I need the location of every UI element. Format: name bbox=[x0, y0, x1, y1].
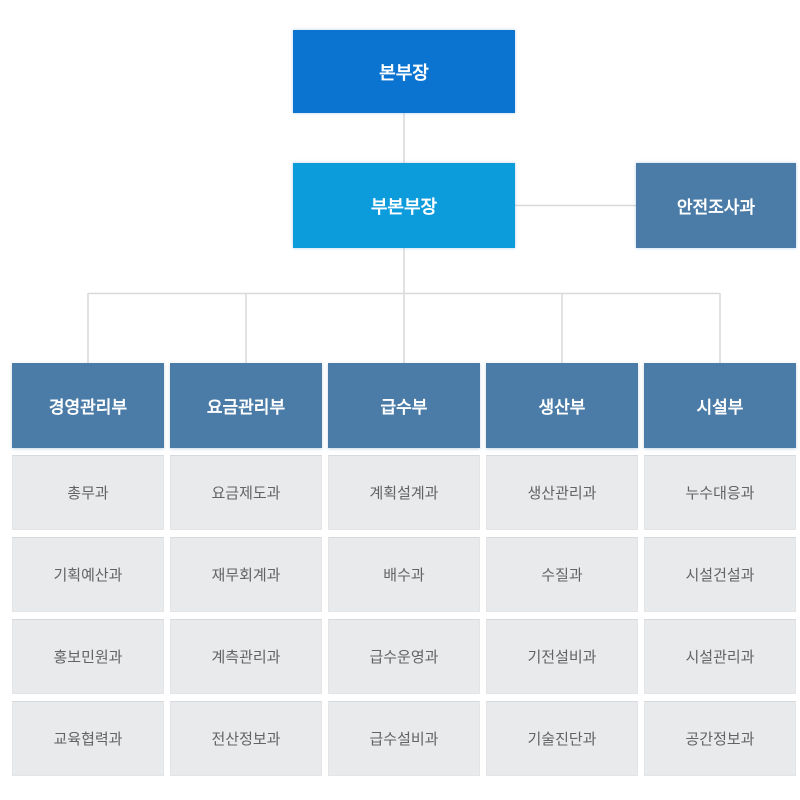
team-cell: 급수운영과 bbox=[328, 619, 480, 694]
team-cell: 시설건설과 bbox=[644, 537, 796, 612]
team-cell: 기획예산과 bbox=[12, 537, 164, 612]
team-cell: 총무과 bbox=[12, 455, 164, 530]
division-header: 요금관리부 bbox=[170, 363, 322, 448]
division-column-3: 급수부 계획설계과 배수과 급수운영과 급수설비과 bbox=[328, 363, 480, 776]
team-cell: 공간정보과 bbox=[644, 701, 796, 776]
division-header: 시설부 bbox=[644, 363, 796, 448]
node-director-general: 본부장 bbox=[293, 30, 515, 113]
team-cell: 전산정보과 bbox=[170, 701, 322, 776]
division-header: 경영관리부 bbox=[12, 363, 164, 448]
team-cell: 수질과 bbox=[486, 537, 638, 612]
team-cell: 기전설비과 bbox=[486, 619, 638, 694]
division-column-4: 생산부 생산관리과 수질과 기전설비과 기술진단과 bbox=[486, 363, 638, 776]
node-deputy-director-general: 부본부장 bbox=[293, 163, 515, 248]
division-column-2: 요금관리부 요금제도과 재무회계과 계측관리과 전산정보과 bbox=[170, 363, 322, 776]
team-cell: 배수과 bbox=[328, 537, 480, 612]
team-cell: 계획설계과 bbox=[328, 455, 480, 530]
team-cell: 생산관리과 bbox=[486, 455, 638, 530]
team-cell: 재무회계과 bbox=[170, 537, 322, 612]
team-cell: 기술진단과 bbox=[486, 701, 638, 776]
team-cell: 홍보민원과 bbox=[12, 619, 164, 694]
node-safety-investigation: 안전조사과 bbox=[636, 163, 796, 248]
divisions-grid: 경영관리부 총무과 기획예산과 홍보민원과 교육협력과 요금관리부 요금제도과 … bbox=[12, 363, 796, 776]
division-column-5: 시설부 누수대응과 시설건설과 시설관리과 공간정보과 bbox=[644, 363, 796, 776]
team-cell: 계측관리과 bbox=[170, 619, 322, 694]
team-cell: 교육협력과 bbox=[12, 701, 164, 776]
division-header: 급수부 bbox=[328, 363, 480, 448]
team-cell: 누수대응과 bbox=[644, 455, 796, 530]
team-cell: 시설관리과 bbox=[644, 619, 796, 694]
division-header: 생산부 bbox=[486, 363, 638, 448]
division-column-1: 경영관리부 총무과 기획예산과 홍보민원과 교육협력과 bbox=[12, 363, 164, 776]
team-cell: 요금제도과 bbox=[170, 455, 322, 530]
team-cell: 급수설비과 bbox=[328, 701, 480, 776]
